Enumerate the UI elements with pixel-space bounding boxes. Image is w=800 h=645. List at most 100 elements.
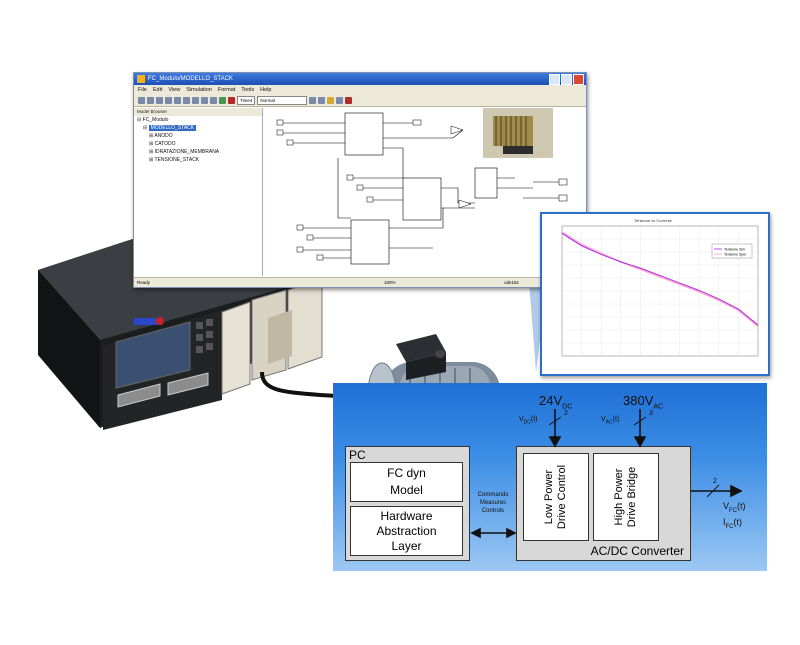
hal-block: Hardware Abstraction Layer (350, 506, 463, 556)
tree-item-catodo[interactable]: ⊞ CATODO (149, 141, 176, 147)
print-icon[interactable] (165, 97, 172, 104)
debug-icon[interactable] (336, 97, 344, 104)
voltage-current-plot: Tensione vs Corrente Tensione Sim Tensio… (561, 218, 759, 357)
minimize-button[interactable] (549, 74, 560, 85)
fc-model-block: FC dyn Model (350, 462, 463, 502)
model-browser: Model Browser ⊟ FC_Modulo ⊟ MODELLO_STAC… (134, 108, 263, 276)
build-icon[interactable] (309, 97, 317, 104)
supply-24v-arrowhead (548, 436, 562, 448)
subsystem-block[interactable] (350, 219, 390, 265)
low-power-block: Low Power Drive Control (523, 453, 589, 541)
plot-legend: Tensione Sim Tensione Sper (711, 243, 753, 259)
play-icon[interactable] (219, 97, 226, 104)
menu-simulation[interactable]: Simulation (186, 87, 212, 93)
hal-line1: Hardware (380, 508, 433, 523)
supply-380v-arrowhead (633, 436, 647, 448)
converter-label: AC/DC Converter (590, 544, 684, 558)
bus-width-2: 2 (564, 410, 568, 417)
close-button[interactable] (573, 74, 584, 85)
legend-sper: Tensione Sper (724, 253, 747, 257)
plot-series (561, 231, 759, 327)
front-button (196, 322, 203, 329)
series-line-1 (561, 233, 759, 326)
subsystem-block[interactable] (344, 112, 384, 156)
db-connector (117, 383, 161, 408)
undo-icon[interactable] (201, 97, 208, 104)
supply-24v-value: 24V (539, 393, 563, 408)
menu-bar: File Edit View Simulation Format Tools H… (134, 85, 586, 95)
sim-mode-select[interactable]: Normal (257, 96, 308, 105)
maximize-button[interactable] (561, 74, 572, 85)
window-titlebar[interactable]: FC_Modulo/MODELLO_STACK (134, 73, 586, 85)
tree-item-anodo[interactable]: ⊞ ANODO (149, 133, 173, 139)
stop-time-input[interactable]: Time4 (237, 96, 256, 105)
supply-380v-sub: AC (653, 403, 664, 411)
status-zoom: 100% (384, 280, 396, 285)
diagram-connectors (470, 409, 743, 539)
hal-line3: Layer (391, 538, 422, 553)
vac-signal-label: VAC(t) (601, 416, 620, 426)
front-button (196, 346, 203, 353)
supply-380v: 380VAC (623, 393, 663, 411)
output-vfc: VFC(t) (723, 501, 746, 514)
stop-icon[interactable] (228, 97, 235, 104)
plot-title: Tensione vs Corrente (634, 218, 673, 223)
explorer-icon[interactable] (327, 97, 335, 104)
cut-icon[interactable] (174, 97, 181, 104)
tree-item-tensione[interactable]: ⊞ TENSIONE_STACK (149, 157, 200, 163)
comm-labels: Commands Measures Controls (473, 491, 513, 515)
menu-view[interactable]: View (168, 87, 181, 93)
plot-grid (562, 226, 758, 356)
menu-help[interactable]: Help (260, 87, 272, 93)
menu-file[interactable]: File (138, 87, 147, 93)
vdc-signal-label: VDC(t) (519, 416, 538, 426)
copy-icon[interactable] (183, 97, 190, 104)
comm-commands: Commands (477, 492, 509, 498)
rack-logo (134, 317, 164, 325)
acdc-converter-block: Low Power Drive Control High Power Drive… (516, 446, 691, 561)
bus-width-3: 3 (649, 410, 653, 417)
tree-item-root[interactable]: ⊟ FC_Modulo (137, 117, 169, 123)
comm-controls: Controls (481, 508, 505, 514)
menu-tools[interactable]: Tools (241, 87, 255, 93)
comm-measures: Measures (479, 500, 507, 506)
open-folder-icon[interactable] (147, 97, 154, 104)
simulink-window[interactable]: FC_Modulo/MODELLO_STACK File Edit View S… (133, 72, 587, 288)
redo-icon[interactable] (210, 97, 217, 104)
fc-model-line2: Model (390, 483, 423, 497)
library-icon[interactable] (318, 97, 326, 104)
subsystem-block[interactable] (402, 177, 442, 221)
pc-label: PC (349, 448, 366, 462)
front-display (115, 321, 191, 389)
front-button (206, 319, 213, 326)
plot-window[interactable]: Tensione vs Corrente Tensione Sim Tensio… (540, 212, 770, 376)
front-button (196, 334, 203, 341)
fc-model-line1: FC dyn (387, 466, 426, 480)
menu-format[interactable]: Format (217, 87, 236, 93)
menu-edit[interactable]: Edit (152, 87, 163, 93)
toolbar: Time4 Normal (134, 95, 586, 107)
model-canvas[interactable] (263, 108, 584, 276)
high-power-block: High Power Drive Bridge (593, 453, 659, 541)
record-icon[interactable] (345, 97, 353, 104)
subsystem-block[interactable] (474, 167, 498, 199)
supply-24v-sub: DC (562, 403, 573, 411)
supply-24v: 24VDC (539, 393, 572, 411)
status-solver: ode15s (504, 280, 519, 285)
pc-block: PC FC dyn Model Hardware Abstraction Lay… (345, 446, 470, 561)
output-arrowhead (730, 484, 743, 498)
motor-cable (260, 371, 357, 399)
save-icon[interactable] (156, 97, 163, 104)
paste-icon[interactable] (192, 97, 199, 104)
tree-item-stack[interactable]: ⊟ MODELLO_STACK (143, 125, 197, 131)
status-ready: Ready (137, 280, 151, 285)
comm-arrow-left (470, 527, 481, 539)
fuel-cell-stack-photo (483, 108, 553, 158)
block-diagram (276, 108, 568, 265)
hal-line2: Abstraction (376, 523, 437, 538)
tree-item-idratazione[interactable]: ⊞ IDRATAZIONE_MEMBRANA (149, 149, 220, 155)
system-block-diagram: PC FC dyn Model Hardware Abstraction Lay… (333, 383, 767, 571)
simulink-app-icon (137, 75, 145, 83)
new-file-icon[interactable] (138, 97, 145, 104)
supply-380v-value: 380V (623, 393, 654, 408)
